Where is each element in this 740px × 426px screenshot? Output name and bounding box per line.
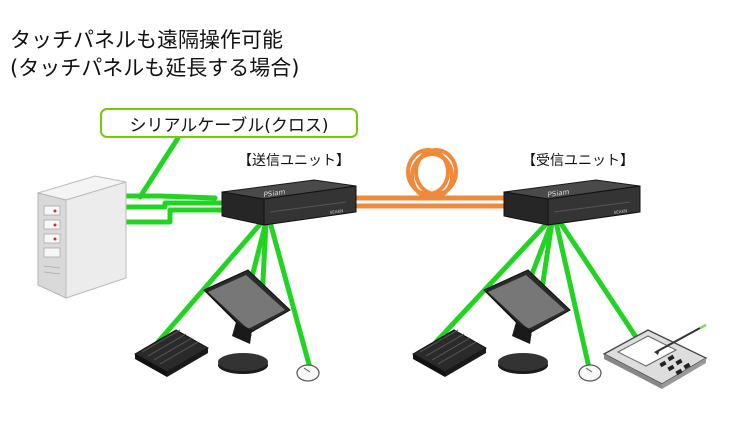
fiber-coil-icon (406, 148, 458, 200)
touch-panel-icon (602, 323, 708, 389)
server-tower-icon (36, 175, 127, 299)
sender-keyboard-cable (155, 219, 265, 345)
receiver-small-text: SEAKN (613, 208, 627, 215)
receiver-touchpanel-cable (557, 219, 641, 343)
server-cable-mid (123, 200, 225, 210)
cable-label-pointer (137, 135, 181, 200)
receiver-unit-icon: PSiam SEAKN (503, 179, 641, 226)
server-cable-top (123, 193, 218, 201)
sender-unit-icon: PSiam SEAKN (221, 179, 357, 226)
server-cable-bottom (123, 207, 225, 225)
diagram-subtitle: (タッチパネルも延長する場合) (10, 56, 300, 80)
receiver-brand: PSiam (547, 188, 570, 199)
serial-cables (123, 135, 641, 375)
sender-keyboard-icon (133, 329, 210, 377)
diagram-title: タッチパネルも遠隔操作可能 (10, 28, 283, 52)
sender-mouse-cable (267, 219, 313, 371)
receiver-monitor-icon (483, 269, 571, 374)
receiver-mouse-icon (578, 364, 602, 382)
receiver-unit-label: 【受信ユニット】 (522, 153, 634, 169)
sender-small-text: SEAKN (329, 208, 343, 215)
sender-monitor-icon (203, 269, 291, 374)
sender-unit-label: 【送信ユニット】 (238, 153, 350, 169)
sender-brand: PSiam (263, 188, 286, 199)
sender-mouse-icon (296, 364, 320, 382)
receiver-keyboard-cable (433, 219, 551, 345)
serial-cable-label: シリアルケーブル(クロス) (100, 108, 358, 138)
receiver-mouse-cable (553, 219, 593, 375)
receiver-keyboard-icon (411, 329, 488, 377)
